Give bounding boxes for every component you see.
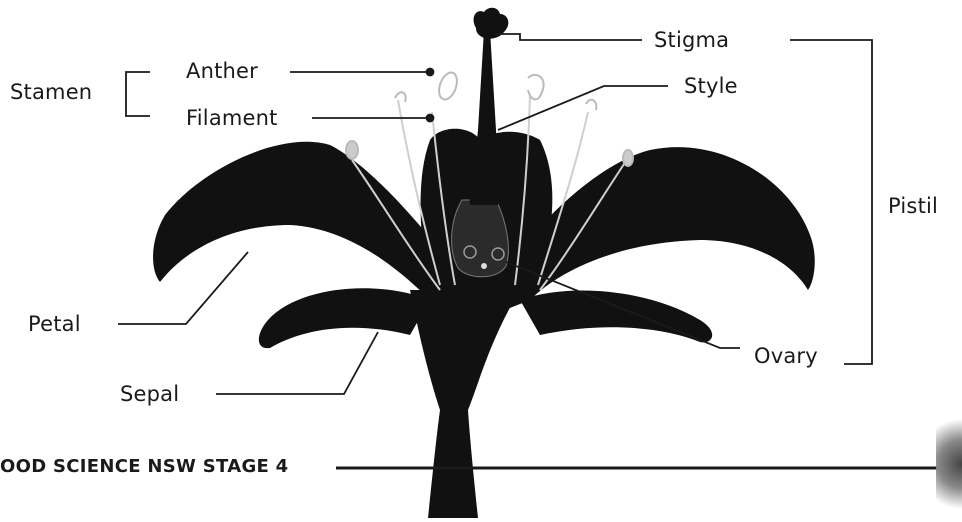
label-petal: Petal	[28, 314, 81, 335]
label-anther: Anther	[186, 61, 258, 82]
ovary-leader	[506, 262, 740, 348]
label-stigma: Stigma	[654, 30, 729, 51]
footer-title: OOD SCIENCE NSW STAGE 4	[0, 458, 289, 476]
page-edge-shadow	[936, 410, 962, 518]
label-ovary: Ovary	[754, 346, 818, 367]
pistil-bracket	[790, 40, 872, 364]
label-pistil: Pistil	[888, 196, 938, 217]
label-sepal: Sepal	[120, 384, 179, 405]
stigma-leader	[496, 34, 642, 40]
label-stamen: Stamen	[10, 82, 92, 103]
petal-leader	[118, 252, 248, 324]
style-leader	[498, 86, 668, 130]
label-style: Style	[684, 76, 738, 97]
sepal-leader	[216, 332, 378, 394]
label-filament: Filament	[186, 108, 278, 129]
stamen-bracket	[126, 72, 150, 116]
